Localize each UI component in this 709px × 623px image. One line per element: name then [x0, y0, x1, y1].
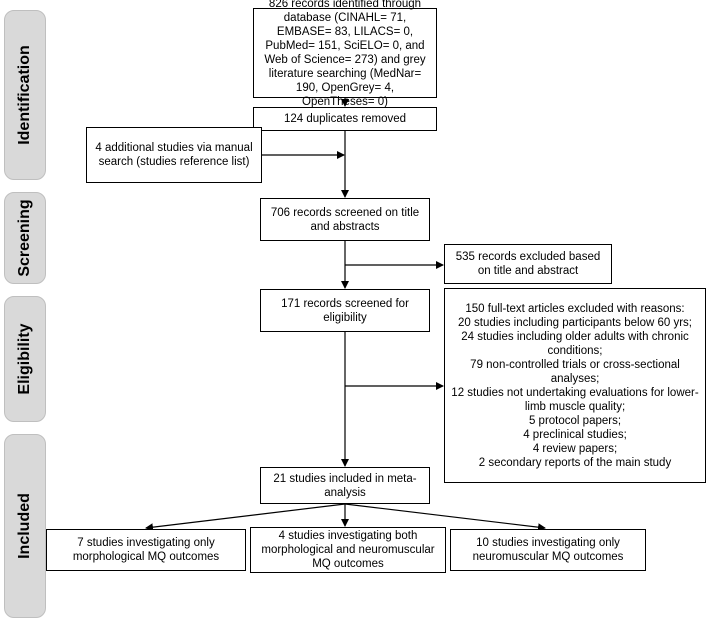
- neuromuscular-text: 10 studies investigating only neuromuscu…: [472, 537, 624, 563]
- exclusion-reason: 79 non-controlled trials or cross-sectio…: [470, 358, 680, 385]
- box-included-meta: 21 studies included in meta-analysis: [260, 467, 430, 504]
- box-fulltext-excluded: 150 full-text articles excluded with rea…: [444, 288, 706, 483]
- phase-identification: Identification: [4, 10, 46, 180]
- box-records-excluded: 535 records excluded based on title and …: [444, 244, 612, 284]
- exclusion-reason: 4 preclinical studies;: [523, 428, 627, 441]
- box-neuromuscular: 10 studies investigating only neuromuscu…: [450, 529, 646, 571]
- phase-screening: Screening: [4, 192, 46, 284]
- both-text: 4 studies investigating both morphologic…: [261, 530, 435, 570]
- eligibility-screened-text: 171 records screened for eligibility: [281, 297, 409, 324]
- fulltext-excluded-title: 150 full-text articles excluded with rea…: [465, 302, 685, 315]
- records-screened-text: 706 records screened on title and abstra…: [270, 206, 420, 233]
- additional-studies-text: 4 additional studies via manual search (…: [95, 142, 253, 168]
- arrow-to-morphological: [145, 503, 346, 532]
- arrow-to-neuromuscular: [344, 503, 546, 532]
- records-excluded-text: 535 records excluded based on title and …: [455, 251, 601, 277]
- exclusion-reason: 5 protocol papers;: [528, 414, 622, 427]
- exclusion-reason: 4 review papers;: [532, 442, 618, 455]
- box-duplicates-removed: 124 duplicates removed: [253, 107, 437, 131]
- box-morphological: 7 studies investigating only morphologic…: [46, 529, 246, 571]
- box-both: 4 studies investigating both morphologic…: [250, 527, 446, 573]
- duplicates-removed-text: 124 duplicates removed: [283, 113, 407, 125]
- exclusion-reason: 20 studies including participants below …: [458, 316, 692, 329]
- box-eligibility-screened: 171 records screened for eligibility: [260, 289, 430, 332]
- phase-eligibility: Eligibility: [4, 296, 46, 422]
- phase-included: Included: [4, 434, 46, 618]
- box-additional-studies: 4 additional studies via manual search (…: [86, 127, 262, 183]
- exclusion-reason: 12 studies not undertaking evaluations f…: [451, 386, 699, 413]
- included-meta-text: 21 studies included in meta-analysis: [273, 472, 417, 499]
- exclusion-reason: 2 secondary reports of the main study: [478, 456, 672, 469]
- exclusion-reason: 24 studies including older adults with c…: [461, 330, 689, 357]
- records-identified-text: 826 records identified through database …: [264, 0, 426, 108]
- morphological-text: 7 studies investigating only morphologic…: [72, 537, 220, 563]
- box-records-screened: 706 records screened on title and abstra…: [260, 198, 430, 241]
- box-records-identified: 826 records identified through database …: [253, 0, 437, 108]
